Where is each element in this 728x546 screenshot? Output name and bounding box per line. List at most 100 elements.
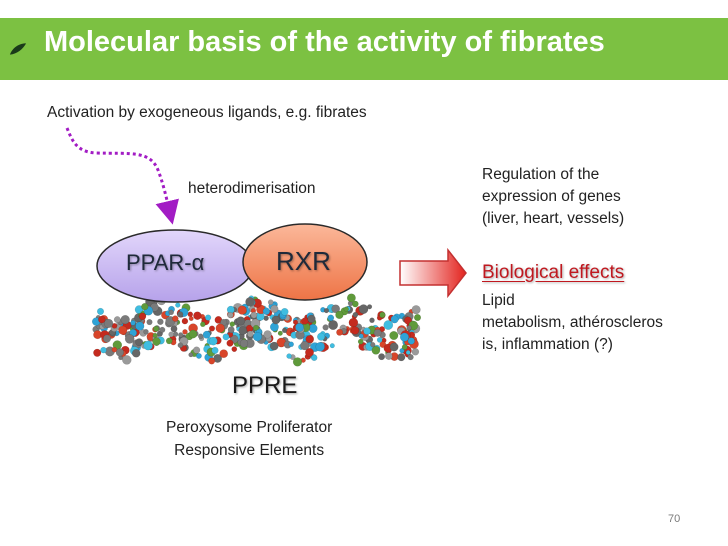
- dna-atom: [351, 326, 360, 335]
- dna-atom: [111, 347, 118, 353]
- ppre-desc-line: Responsive Elements: [174, 442, 325, 459]
- effects-description: Lipid metabolism, athéroscleros is, infl…: [482, 290, 663, 356]
- dna-atom: [143, 340, 153, 351]
- effects-line: Lipid: [482, 292, 515, 309]
- dna-molecule-illustration: [91, 293, 422, 367]
- dna-atom: [399, 348, 405, 354]
- dna-atom: [389, 342, 399, 352]
- dna-atom: [195, 352, 202, 359]
- dna-atom: [229, 321, 236, 327]
- dna-atom: [175, 302, 181, 308]
- dna-atom: [411, 348, 420, 356]
- dna-atom: [358, 333, 364, 339]
- dna-atom: [263, 330, 272, 339]
- dna-atom: [369, 317, 375, 323]
- dna-atom: [138, 312, 147, 321]
- dna-atom: [208, 336, 218, 346]
- dna-atom: [295, 322, 304, 332]
- dna-atom: [282, 327, 288, 334]
- dna-atom: [182, 329, 188, 335]
- dna-atom: [122, 355, 132, 365]
- dna-atom: [178, 332, 184, 338]
- dna-atom: [401, 344, 408, 350]
- dna-atom: [397, 353, 406, 362]
- dna-atom: [323, 308, 330, 314]
- dna-atom: [100, 346, 107, 354]
- dna-atom: [363, 327, 371, 335]
- dna-atom: [352, 311, 359, 318]
- dna-atom: [328, 320, 338, 330]
- dna-atom: [346, 293, 356, 303]
- dna-atom: [358, 304, 369, 314]
- dna-atom: [237, 305, 247, 315]
- dna-atom: [403, 316, 412, 325]
- dna-atom: [252, 332, 263, 342]
- dna-atom: [300, 341, 310, 351]
- dna-atom: [307, 314, 316, 324]
- effects-line: is, inflammation (?): [482, 336, 613, 353]
- dna-atom: [193, 311, 202, 320]
- dna-atom: [315, 342, 325, 352]
- dna-atom: [96, 307, 104, 315]
- heterodimerisation-label: heterodimerisation: [188, 180, 316, 197]
- dna-atom: [141, 303, 149, 311]
- dna-atom: [143, 329, 149, 335]
- dna-atom: [93, 348, 102, 357]
- dna-atom: [165, 337, 173, 345]
- dna-atom: [177, 311, 184, 318]
- dna-atom: [351, 300, 359, 308]
- dna-atom: [131, 349, 141, 358]
- dna-atom: [208, 357, 216, 365]
- ppre-desc-line: Peroxysome Proliferator: [166, 419, 333, 436]
- dna-atom: [371, 345, 381, 355]
- dna-atom: [317, 332, 326, 341]
- dna-atom: [271, 315, 281, 325]
- dna-atom: [322, 324, 329, 331]
- dna-atom: [335, 310, 344, 320]
- dna-atom: [379, 311, 386, 319]
- regulation-line: Regulation of the: [482, 166, 600, 183]
- dna-atom: [293, 319, 299, 325]
- dna-atom: [120, 315, 130, 325]
- ppre-description: Peroxysome Proliferator Responsive Eleme…: [166, 416, 332, 462]
- dna-atom: [267, 299, 274, 306]
- dna-atom: [170, 325, 178, 333]
- dna-atom: [250, 311, 258, 319]
- dna-atom: [311, 354, 318, 361]
- activation-text: Activation by exogeneous ligands, e.g. f…: [47, 104, 367, 121]
- dna-atom: [231, 346, 238, 352]
- dna-atom: [222, 333, 230, 341]
- dna-atom: [226, 339, 234, 347]
- dna-atom: [177, 342, 184, 349]
- dna-atom: [305, 348, 314, 357]
- dna-atom: [407, 354, 414, 361]
- ppre-label: PPRE: [232, 372, 298, 399]
- effects-line: metabolism, athéroscleros: [482, 314, 663, 331]
- dna-atom: [376, 337, 383, 343]
- dna-atom: [215, 323, 225, 333]
- dna-atom: [305, 335, 314, 344]
- dna-atom: [292, 357, 303, 367]
- dna-atom: [181, 317, 189, 325]
- dna-atom: [245, 297, 255, 307]
- dna-atom: [193, 346, 201, 354]
- slide-title: Molecular basis of the activity of fibra…: [44, 26, 605, 58]
- dna-atom: [378, 353, 385, 361]
- dna-atom: [269, 322, 279, 332]
- dna-atom: [159, 326, 166, 333]
- page-number: 70: [668, 513, 681, 525]
- dna-atom: [219, 349, 228, 359]
- ppar-alpha-label: PPAR-α: [126, 250, 205, 275]
- dna-atom: [288, 341, 294, 347]
- dna-atom: [407, 337, 415, 345]
- dna-atom: [400, 332, 410, 342]
- dna-atom: [236, 316, 246, 326]
- dna-atom: [152, 332, 158, 338]
- dna-atom: [135, 321, 145, 331]
- leaf-bullet-icon: [9, 43, 27, 55]
- dna-atom: [262, 307, 271, 315]
- dna-atom: [301, 317, 309, 325]
- dna-atom: [188, 329, 198, 339]
- dna-atom: [370, 342, 376, 348]
